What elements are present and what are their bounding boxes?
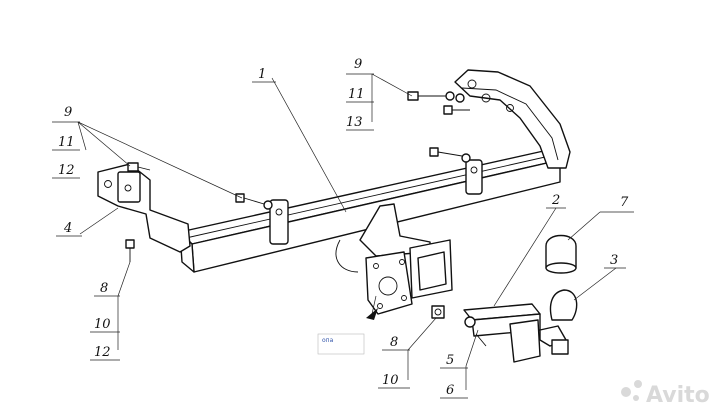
- bolt-left-bracket: [127, 162, 151, 172]
- beam-plates: [269, 159, 483, 245]
- callout-2: 2: [551, 193, 560, 208]
- towbar-insert: [463, 289, 578, 363]
- right-side-bracket: [454, 69, 571, 169]
- callout-3: 3: [610, 253, 618, 268]
- tag-label: опа: [322, 337, 334, 344]
- callout-8-left: 8: [100, 281, 108, 296]
- callout-8-center: 8: [390, 335, 398, 350]
- receiver-hitch: [335, 203, 453, 315]
- callout-5: 5: [446, 353, 454, 368]
- callout-9-left: 9: [64, 105, 72, 120]
- callout-6: 6: [446, 383, 454, 398]
- arrow-marker: [366, 308, 378, 320]
- left-side-bracket: [97, 163, 191, 253]
- bolt-mid-right: [443, 105, 470, 115]
- watermark-text: Avito: [646, 383, 710, 408]
- callout-9-top: 9: [354, 57, 362, 72]
- callout-1: 1: [258, 67, 266, 82]
- bolt-lower-left: [125, 239, 135, 262]
- callout-11-left: 11: [58, 135, 75, 150]
- callout-4: 4: [63, 221, 72, 236]
- bolts: [125, 91, 471, 319]
- callout-12-left: 12: [58, 163, 75, 178]
- callout-10-center: 10: [382, 373, 399, 388]
- avito-watermark: Avito: [621, 380, 710, 408]
- callout-13: 13: [346, 115, 363, 130]
- bolt-right-beam: [429, 147, 471, 163]
- callout-11-top: 11: [348, 87, 365, 102]
- callouts: 1 2 3 7 4 9 11 12 9 11 13 8 10 12 8 10 5: [52, 57, 634, 399]
- callout-12-bottom: 12: [94, 345, 111, 360]
- callout-10-left: 10: [94, 317, 111, 332]
- callout-7: 7: [620, 195, 629, 210]
- nut-lower-center: [431, 305, 445, 319]
- bolt-upper: [407, 91, 465, 103]
- leader-lines: [77, 73, 617, 390]
- cross-beam: [179, 149, 561, 273]
- tag-box: [317, 333, 365, 355]
- bolt-left-beam: [235, 193, 273, 210]
- ball-cover: [545, 234, 577, 274]
